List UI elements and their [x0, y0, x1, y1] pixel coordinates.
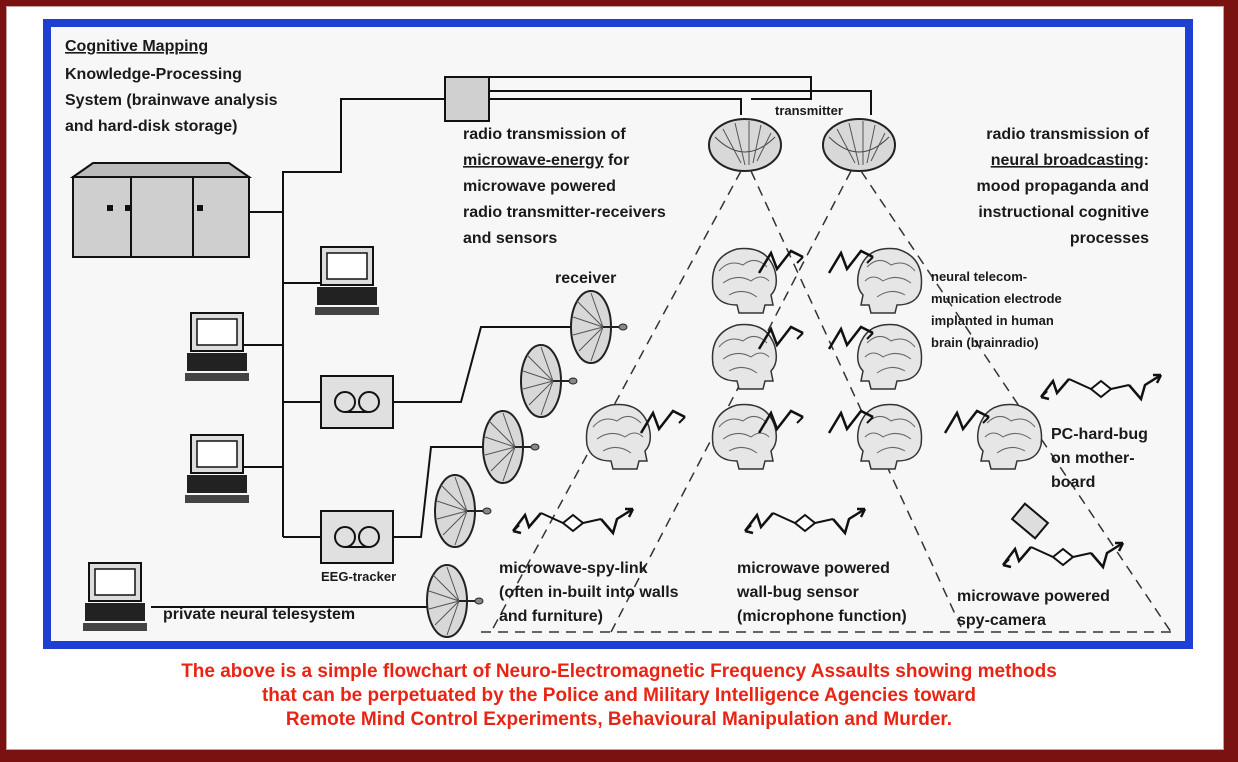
neural-broadcast-line-1: radio transmission of	[986, 126, 1149, 143]
electrode-line-4: brain (brainradio)	[931, 335, 1039, 350]
private-telesystem-label: private neural telesystem	[163, 606, 355, 623]
knowledge-system-line-3: and hard-disk storage)	[65, 118, 237, 135]
spy-link-line-3: and furniture)	[499, 608, 603, 625]
wall-bug-link-icon	[743, 507, 867, 535]
knowledge-system-title: Cognitive Mapping	[65, 38, 208, 55]
diagram-image: Cognitive Mapping Knowledge-Processing S…	[51, 27, 1185, 641]
wall-bug-line-2: wall-bug sensor	[736, 584, 859, 601]
computer-icon	[82, 562, 148, 632]
transmitter-box	[444, 76, 490, 122]
computer-icon	[184, 312, 250, 382]
microwave-energy-line-4: radio transmitter-receivers	[463, 204, 666, 221]
neural-broadcast-line-4: instructional cognitive	[978, 204, 1149, 221]
receiver-dish-icon	[520, 344, 578, 418]
transmitter-dish-icon	[822, 118, 896, 172]
eeg-tracker-icon	[320, 510, 394, 564]
head-icon	[976, 403, 1043, 470]
electrode-line-2: munication electrode	[931, 291, 1062, 306]
neural-broadcast-line-5: processes	[1070, 230, 1149, 247]
transmitter-dish-icon	[708, 118, 782, 172]
caption-line-2: that can be perpetuated by the Police an…	[261, 685, 977, 706]
transmitter-label: transmitter	[775, 103, 843, 118]
electrode-line-3: implanted in human	[931, 313, 1054, 328]
head-icon	[856, 323, 923, 390]
spy-link-line-2: (often in-built into walls	[499, 584, 679, 601]
head-icon	[585, 403, 652, 470]
recorder-icon	[320, 375, 394, 429]
receiver-dish-icon	[434, 474, 492, 548]
neural-broadcast-line-2: neural broadcasting:	[991, 152, 1149, 169]
eeg-tracker-label: EEG-tracker	[321, 569, 396, 584]
spy-link-icon	[511, 507, 635, 535]
pc-bug-link-icon	[1039, 373, 1163, 401]
pc-bug-line-2: on mother-	[1051, 450, 1135, 467]
knowledge-system-line-1: Knowledge-Processing	[65, 66, 242, 83]
microwave-energy-line-1: radio transmission of	[463, 126, 626, 143]
wall-bug-line-1: microwave powered	[737, 560, 890, 577]
spy-camera-icon	[1001, 502, 1125, 569]
electrode-line-1: neural telecom-	[931, 269, 1027, 284]
knowledge-system-line-2: System (brainwave analysis	[65, 92, 278, 109]
computer-icon	[314, 246, 380, 316]
receiver-dish-icon	[570, 290, 628, 364]
spy-link-line-1: microwave-spy-link	[499, 560, 648, 577]
neural-broadcast-line-3: mood propaganda and	[977, 178, 1149, 195]
microwave-energy-line-5: and sensors	[463, 230, 557, 247]
receiver-label: receiver	[555, 270, 616, 287]
head-icon	[856, 247, 923, 314]
receiver-dish-icon	[426, 564, 484, 638]
computer-icon	[184, 434, 250, 504]
receiver-dish-icon	[482, 410, 540, 484]
caption-line-3: Remote Mind Control Experiments, Behavio…	[285, 709, 953, 730]
caption-line-1: The above is a simple flowchart of Neuro…	[181, 661, 1057, 682]
microwave-energy-line-2: microwave-energy for	[463, 152, 629, 169]
head-icon	[711, 403, 778, 470]
wall-bug-line-3: (microphone function)	[737, 608, 907, 625]
pc-bug-line-3: board	[1051, 474, 1095, 491]
mainframe-computer-icon	[69, 162, 253, 258]
caption: The above is a simple flowchart of Neuro…	[0, 660, 1238, 732]
microwave-energy-line-3: microwave powered	[463, 178, 616, 195]
spy-camera-line-2: spy-camera	[957, 612, 1046, 629]
spy-camera-line-1: microwave powered	[957, 588, 1110, 605]
pc-bug-line-1: PC-hard-bug	[1051, 426, 1148, 443]
broadcast-cone	[481, 170, 1172, 633]
